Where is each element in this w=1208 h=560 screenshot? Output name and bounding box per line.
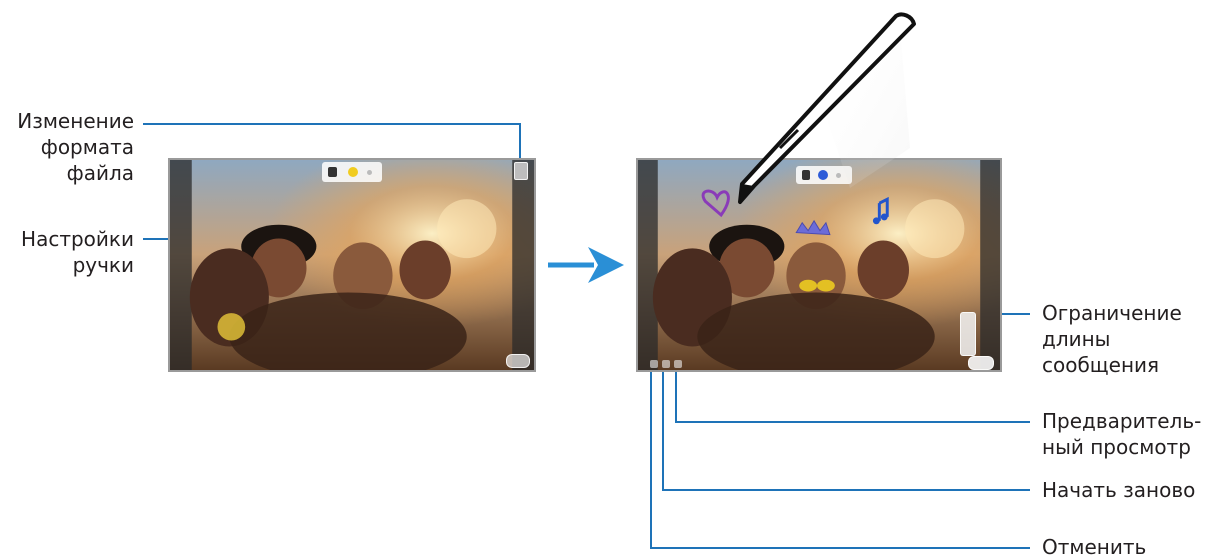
pen-color-icon[interactable]: [818, 170, 828, 180]
pen-toolbar[interactable]: [322, 162, 382, 182]
label-undo: Отменить: [1042, 535, 1147, 559]
message-limit-indicator: [960, 312, 976, 356]
left-done-button[interactable]: [506, 354, 530, 368]
right-screen: [636, 158, 1002, 372]
pen-style-icon[interactable]: [328, 167, 337, 177]
label-pen-settings: Настройки ручки: [21, 227, 134, 277]
right-done-button[interactable]: [968, 356, 994, 370]
preview-button[interactable]: [674, 360, 682, 368]
label-preview: Предваритель- ный просмотр: [1042, 409, 1202, 459]
gif-format-button[interactable]: [514, 162, 528, 180]
pen-size-icon[interactable]: [836, 173, 841, 178]
s-pen-icon: [738, 12, 916, 204]
pen-style-icon[interactable]: [802, 170, 810, 180]
callout-file-format: [143, 123, 521, 172]
label-file-format: Изменение формата файла: [17, 109, 134, 185]
callout-preview: [675, 366, 1030, 423]
left-screen: [168, 158, 536, 372]
label-restart: Начать заново: [1042, 478, 1196, 502]
label-message-limit: Ограничение длины сообщения: [1042, 301, 1182, 377]
pen-size-icon[interactable]: [367, 170, 372, 175]
pen-color-icon[interactable]: [348, 167, 358, 177]
restart-button[interactable]: [662, 360, 670, 368]
callout-undo: [650, 366, 1030, 549]
party-photo: [170, 160, 534, 370]
callout-restart: [662, 366, 1030, 491]
pen-toolbar-right[interactable]: [796, 166, 852, 184]
undo-button[interactable]: [650, 360, 658, 368]
arrow-right-icon: [548, 247, 624, 283]
party-photo-drawn: [638, 160, 1000, 370]
